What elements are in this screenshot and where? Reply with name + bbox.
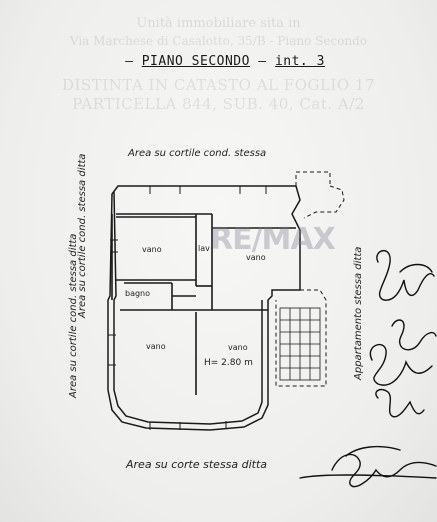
- top-area-label: Area su cortile cond. stessa: [128, 148, 267, 159]
- faint-header-line-3: DISTINTA IN CATASTO AL FOGLIO 17: [61, 76, 376, 94]
- stairwell: [279, 307, 321, 381]
- outer-walls: [107, 185, 301, 431]
- floor-name: PIANO SECONDO: [141, 54, 250, 69]
- room-lav: lav: [198, 244, 210, 253]
- window-marks: [108, 186, 267, 430]
- floor-title: – PIANO SECONDO – int. 3: [125, 54, 325, 69]
- faint-header-line-4: PARTICELLA 844, SUB. 40, Cat. A/2: [72, 95, 365, 113]
- signature-marks: [299, 250, 437, 488]
- room-bagno: bagno: [125, 289, 151, 298]
- remax-watermark: RE/MAX: [210, 222, 336, 257]
- room-vano-1: vano: [142, 245, 162, 254]
- bottom-area-label: Area su corte stessa ditta: [126, 458, 268, 471]
- faint-header-line-2: Via Marchese di Casalotto, 35/B - Piano …: [69, 34, 368, 48]
- faint-header-line-1: Unità immobiliare sita in: [136, 16, 301, 31]
- room-vano-4: vano: [228, 343, 248, 352]
- right-apartment-label: Appartamento stessa ditta: [353, 246, 364, 380]
- room-vano-2: vano: [246, 253, 266, 262]
- left-inner-area-label: Area su cortile cond. stessa ditta: [77, 153, 88, 318]
- ceiling-height: H= 2.80 m: [204, 358, 253, 368]
- interior-number: int. 3: [274, 54, 325, 69]
- room-vano-3: vano: [146, 342, 166, 351]
- interior-walls: [111, 213, 296, 395]
- adjacent-structure: [272, 171, 345, 387]
